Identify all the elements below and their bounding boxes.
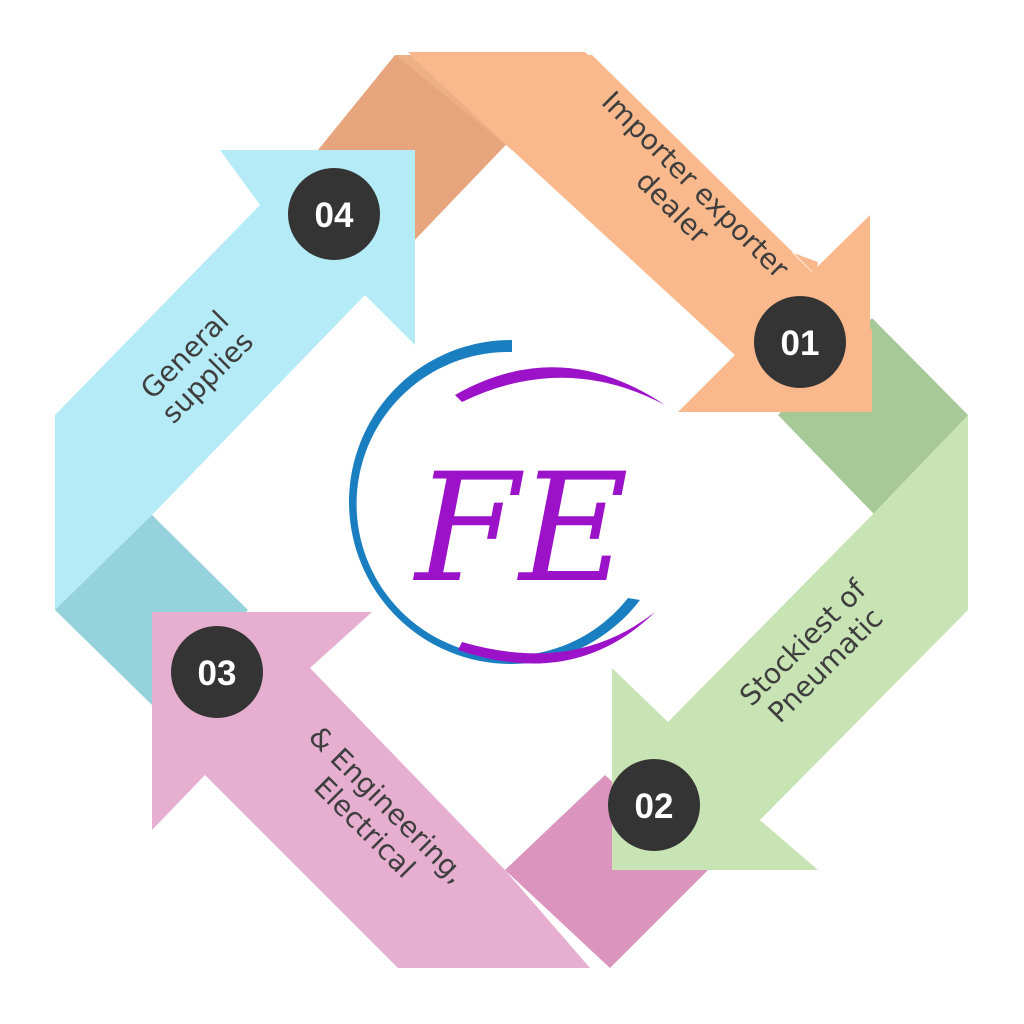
badge-01: 01 [754,296,846,388]
arrow-02-shape [612,415,968,870]
badge-01-number: 01 [781,324,820,363]
badge-02: 02 [608,759,700,851]
badge-02-number: 02 [635,787,674,826]
badge-04: 04 [288,168,380,260]
badge-03: 03 [171,626,263,718]
arrow-03-shape [152,612,590,968]
arrow-01-shape [408,52,870,412]
logo-purple-arc-top [455,367,665,405]
fe-logo: FE [349,339,665,664]
logo-purple-arc-bottom [458,612,655,664]
arrow-04-shape [55,150,415,610]
badge-04-number: 04 [315,196,354,235]
logo-letters: FE [412,442,629,616]
badge-03-number: 03 [198,654,237,693]
